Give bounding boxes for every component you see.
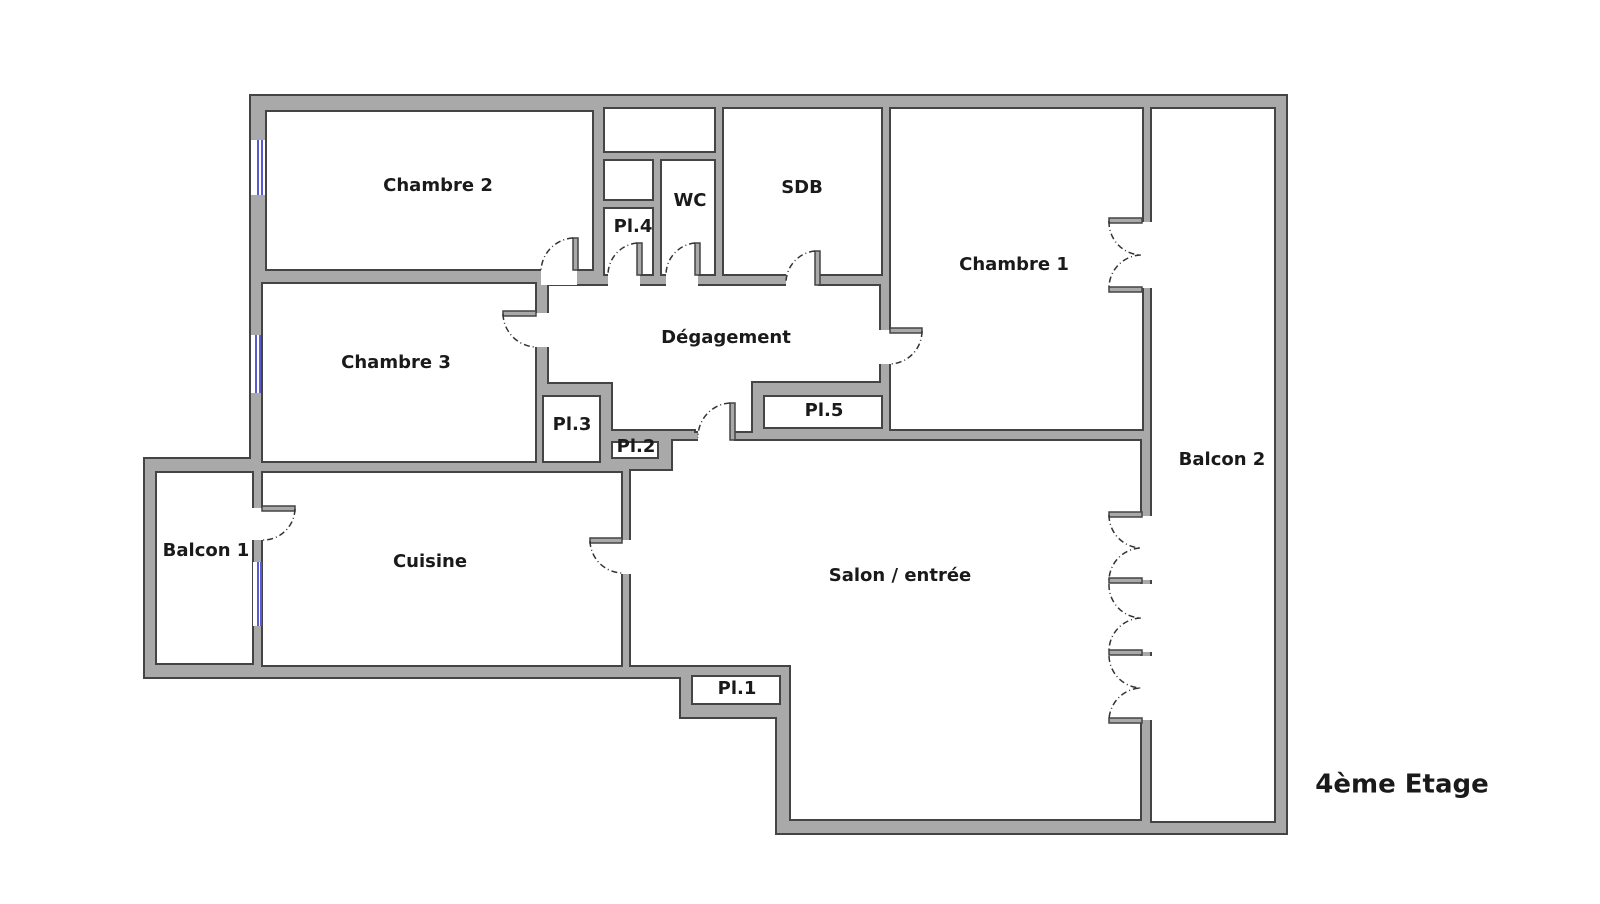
label-pl5: Pl.5 bbox=[805, 400, 844, 421]
label-pl2: Pl.2 bbox=[617, 436, 656, 457]
room-salon[interactable] bbox=[629, 439, 1142, 821]
room-pl5[interactable] bbox=[763, 395, 883, 429]
room-closet-top[interactable] bbox=[603, 107, 716, 153]
room-wc[interactable] bbox=[660, 159, 716, 276]
doors bbox=[252, 217, 1152, 724]
room-closet-small[interactable] bbox=[603, 159, 654, 201]
label-chambre-3: Chambre 3 bbox=[341, 352, 451, 373]
windows bbox=[251, 140, 265, 626]
label-balcon-1: Balcon 1 bbox=[163, 540, 250, 561]
label-degagement: Dégagement bbox=[661, 327, 791, 348]
label-balcon-2: Balcon 2 bbox=[1179, 449, 1266, 470]
label-chambre-2: Chambre 2 bbox=[383, 175, 493, 196]
label-chambre-1: Chambre 1 bbox=[959, 254, 1069, 275]
room-pl1[interactable] bbox=[691, 675, 781, 705]
room-chambre-3[interactable] bbox=[261, 282, 537, 463]
label-sdb: SDB bbox=[781, 177, 823, 198]
room-pl3[interactable] bbox=[542, 395, 601, 463]
label-cuisine: Cuisine bbox=[393, 551, 467, 572]
label-pl1: Pl.1 bbox=[718, 678, 757, 699]
label-pl3: Pl.3 bbox=[553, 414, 592, 435]
floor-title: 4ème Etage bbox=[1315, 770, 1488, 800]
room-balcon-1[interactable] bbox=[155, 471, 254, 665]
label-salon: Salon / entrée bbox=[829, 565, 972, 586]
label-wc: WC bbox=[673, 190, 706, 211]
room-pl2[interactable] bbox=[611, 441, 659, 459]
room-chambre-2[interactable] bbox=[265, 110, 594, 271]
room-sdb[interactable] bbox=[722, 107, 883, 276]
label-pl4: Pl.4 bbox=[614, 216, 653, 237]
room-chambre-1[interactable] bbox=[889, 107, 1144, 431]
room-balcon-2[interactable] bbox=[1150, 107, 1276, 823]
